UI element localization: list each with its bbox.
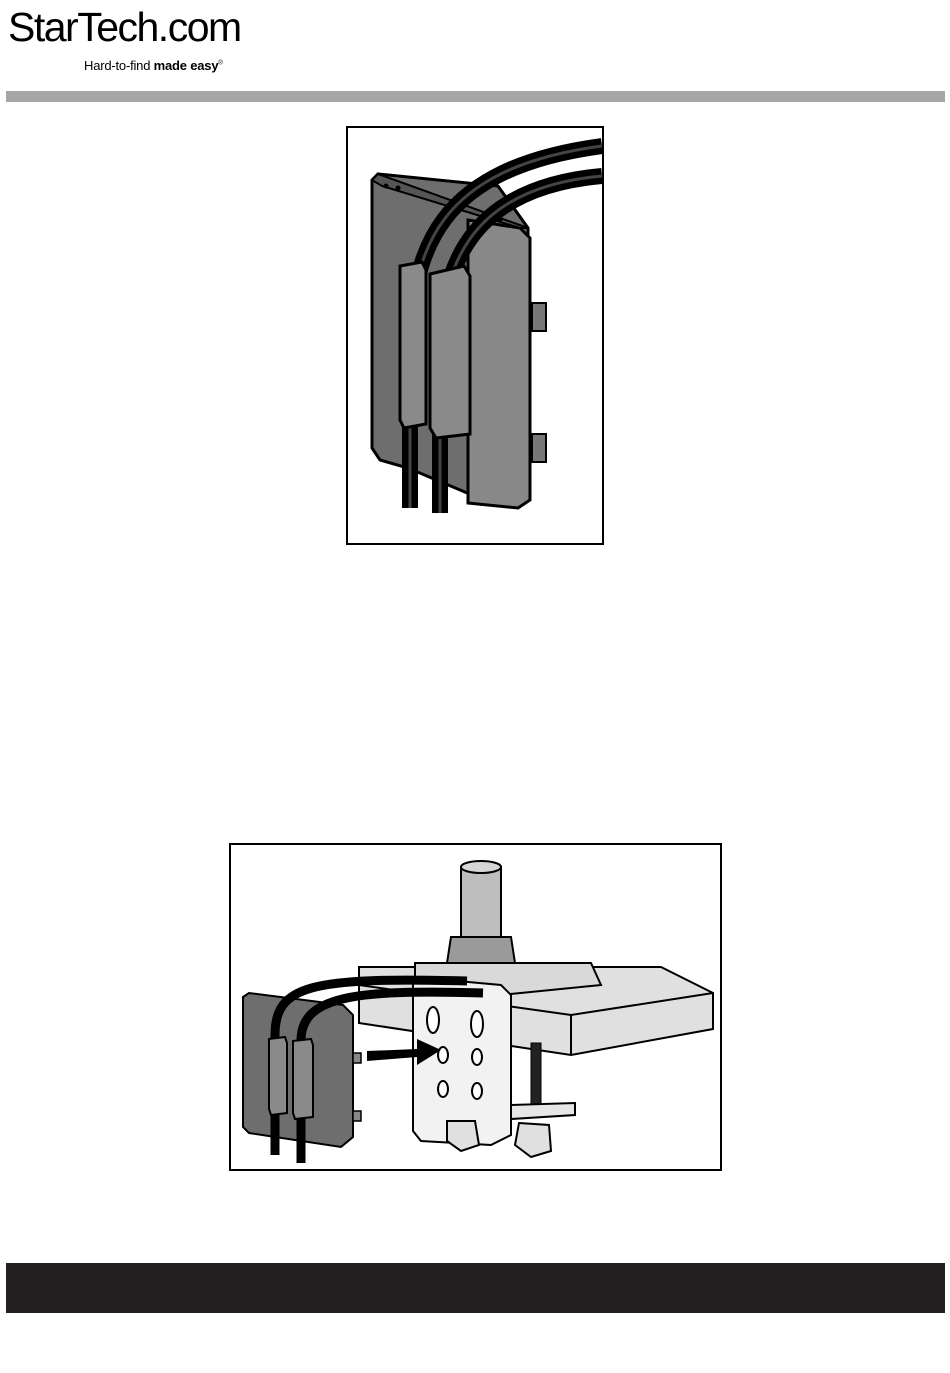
clamp-mounting-figure [229, 843, 722, 1171]
logo-tagline: Hard-to-find made easy® [84, 58, 223, 73]
logo-wordmark: StarTech.com [8, 4, 241, 50]
page-header: StarTech.com Hard-to-find made easy® [0, 0, 950, 104]
header-divider [6, 91, 945, 102]
startech-logo: StarTech.com Hard-to-find made easy® [8, 4, 248, 74]
cable-clip-figure [346, 126, 604, 545]
clip-attaching-to-desk-clamp-illustration [231, 845, 720, 1169]
footer-bar [6, 1263, 945, 1313]
cable-clip-with-cables-illustration [348, 128, 602, 543]
